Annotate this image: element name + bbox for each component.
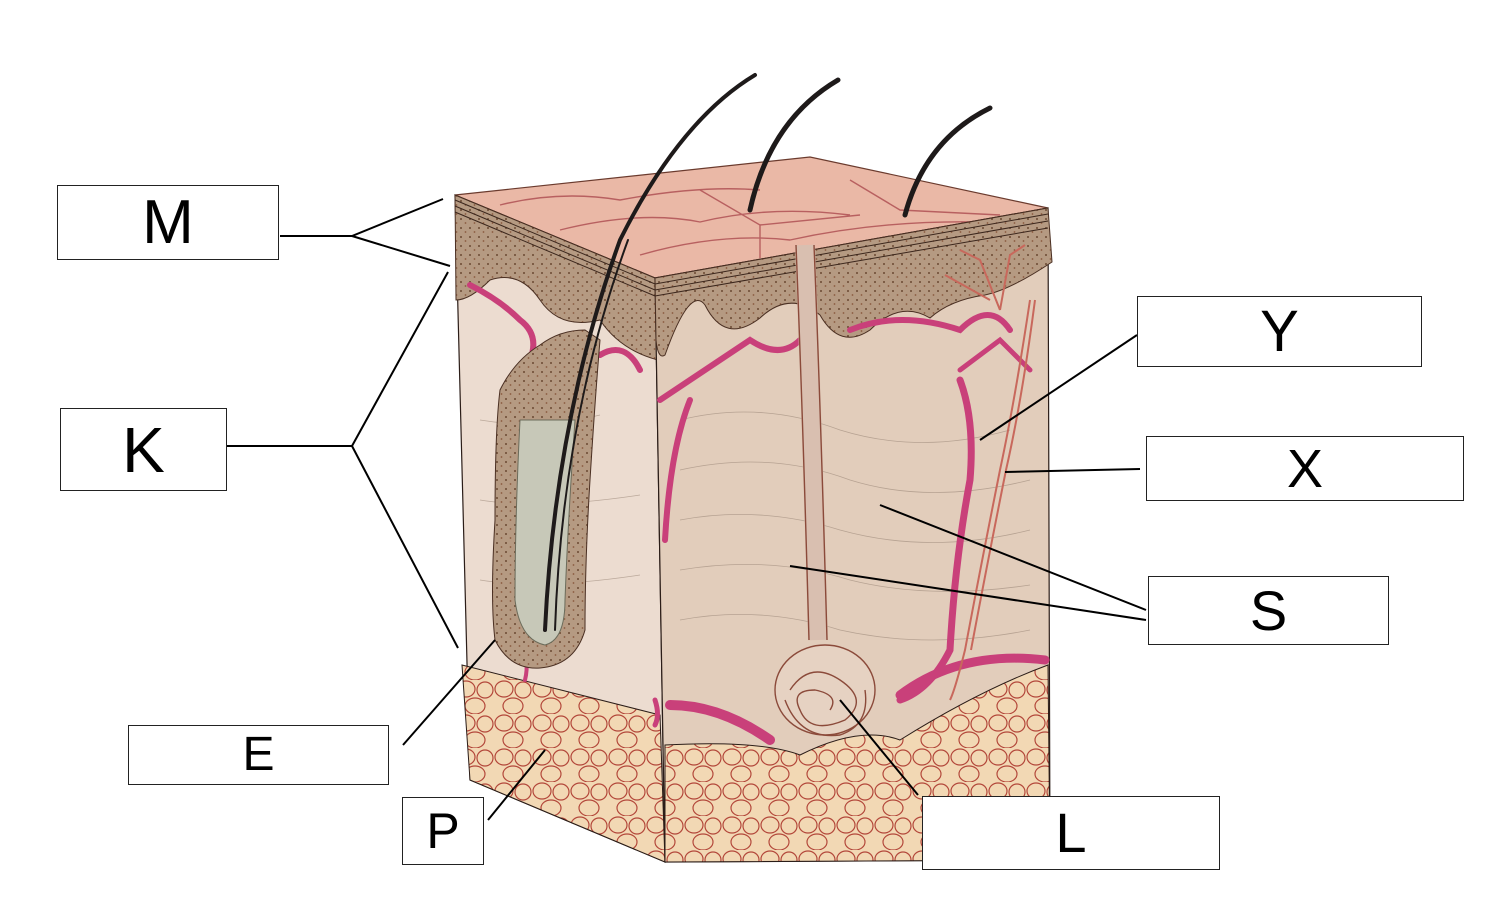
leader-p bbox=[487, 749, 546, 821]
leader-k bbox=[226, 271, 459, 649]
leader-m bbox=[280, 198, 451, 267]
label-text-l: L bbox=[1055, 801, 1087, 864]
label-text-e: E bbox=[242, 728, 275, 781]
nerve bbox=[944, 244, 1036, 701]
blood-vessels bbox=[467, 282, 1050, 745]
label-box-y[interactable]: Y bbox=[1137, 296, 1422, 367]
label-text-k: K bbox=[122, 413, 165, 486]
leader-lines bbox=[226, 198, 1147, 821]
leader-l bbox=[839, 699, 919, 796]
label-text-x: X bbox=[1286, 438, 1324, 499]
label-box-p[interactable]: P bbox=[402, 797, 484, 865]
leader-e bbox=[402, 639, 496, 746]
label-text-p: P bbox=[426, 803, 460, 859]
leader-s bbox=[789, 504, 1147, 621]
label-box-e[interactable]: E bbox=[128, 725, 389, 785]
leader-y bbox=[979, 334, 1138, 441]
label-box-l[interactable]: L bbox=[922, 796, 1220, 870]
label-box-s[interactable]: S bbox=[1148, 576, 1389, 645]
label-box-m[interactable]: M bbox=[57, 185, 279, 260]
label-box-x[interactable]: X bbox=[1146, 436, 1464, 501]
label-box-k[interactable]: K bbox=[60, 408, 227, 491]
leader-x bbox=[1004, 468, 1141, 473]
hairs bbox=[543, 73, 993, 632]
surface-furrows bbox=[499, 179, 1001, 258]
label-text-y: Y bbox=[1260, 298, 1299, 364]
stratum-corneum-lines bbox=[454, 199, 1049, 297]
label-text-s: S bbox=[1249, 578, 1288, 642]
label-text-m: M bbox=[142, 187, 194, 257]
